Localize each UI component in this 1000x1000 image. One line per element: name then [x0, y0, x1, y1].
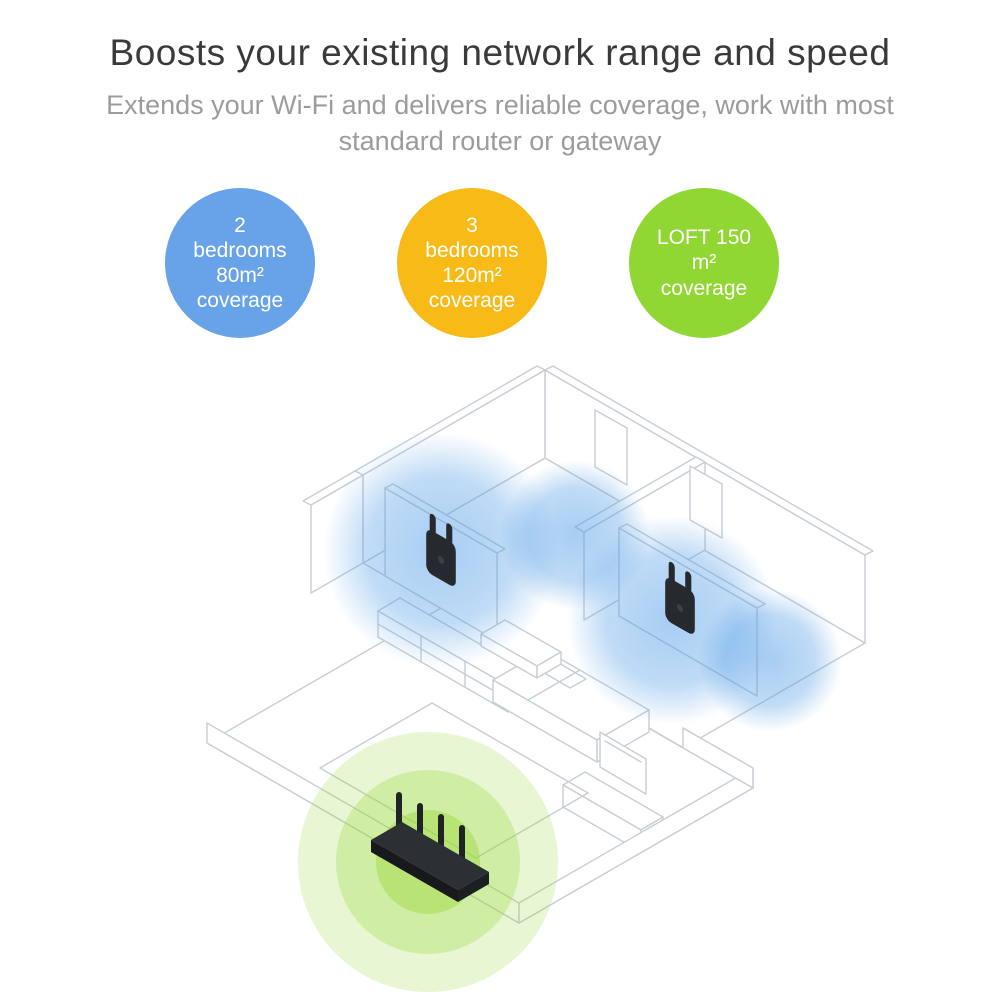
badge-line: coverage: [196, 289, 284, 313]
badge-line: 120m²: [442, 264, 502, 287]
router-body: [458, 872, 489, 902]
router-body: [371, 840, 458, 902]
extender-antenna: [429, 513, 436, 535]
coverage-badges-row: 2 bedrooms 80m² coverage 3 bedrooms 120m…: [165, 188, 779, 338]
headline: Boosts your existing network range and s…: [109, 32, 891, 73]
coverage-circle-blue: [698, 588, 842, 732]
badge-line: 3: [466, 213, 478, 237]
badge-line: coverage: [428, 289, 516, 313]
badge-line: LOFT 150: [656, 226, 752, 250]
badge-line: bedrooms: [193, 238, 287, 262]
badge-line: 80m²: [216, 264, 264, 287]
extender-antenna: [685, 571, 692, 593]
extender-antenna: [446, 523, 453, 545]
badge-line: 2: [234, 213, 246, 237]
router-body-top: [371, 822, 489, 890]
rug: [319, 702, 589, 859]
coverage-badge-3-bedrooms: 3 bedrooms 120m² coverage: [397, 188, 547, 338]
coverage-badge-2-bedrooms: 2 bedrooms 80m² coverage: [165, 188, 315, 338]
wifi-extender-2: [665, 561, 695, 634]
extender-antenna: [668, 561, 675, 583]
badge-line: m²: [691, 251, 717, 275]
badge-line: bedrooms: [425, 238, 519, 262]
wifi-extender-1: [426, 513, 456, 586]
subheadline-line1: Extends your Wi-Fi and delivers reliable…: [106, 90, 894, 120]
tv-screen: [599, 731, 647, 795]
coverage-badge-loft: LOFT 150 m² coverage: [629, 188, 779, 338]
wifi-router: [371, 792, 489, 902]
badge-line: coverage: [660, 276, 748, 300]
subheadline-line2: standard router or gateway: [338, 125, 662, 156]
